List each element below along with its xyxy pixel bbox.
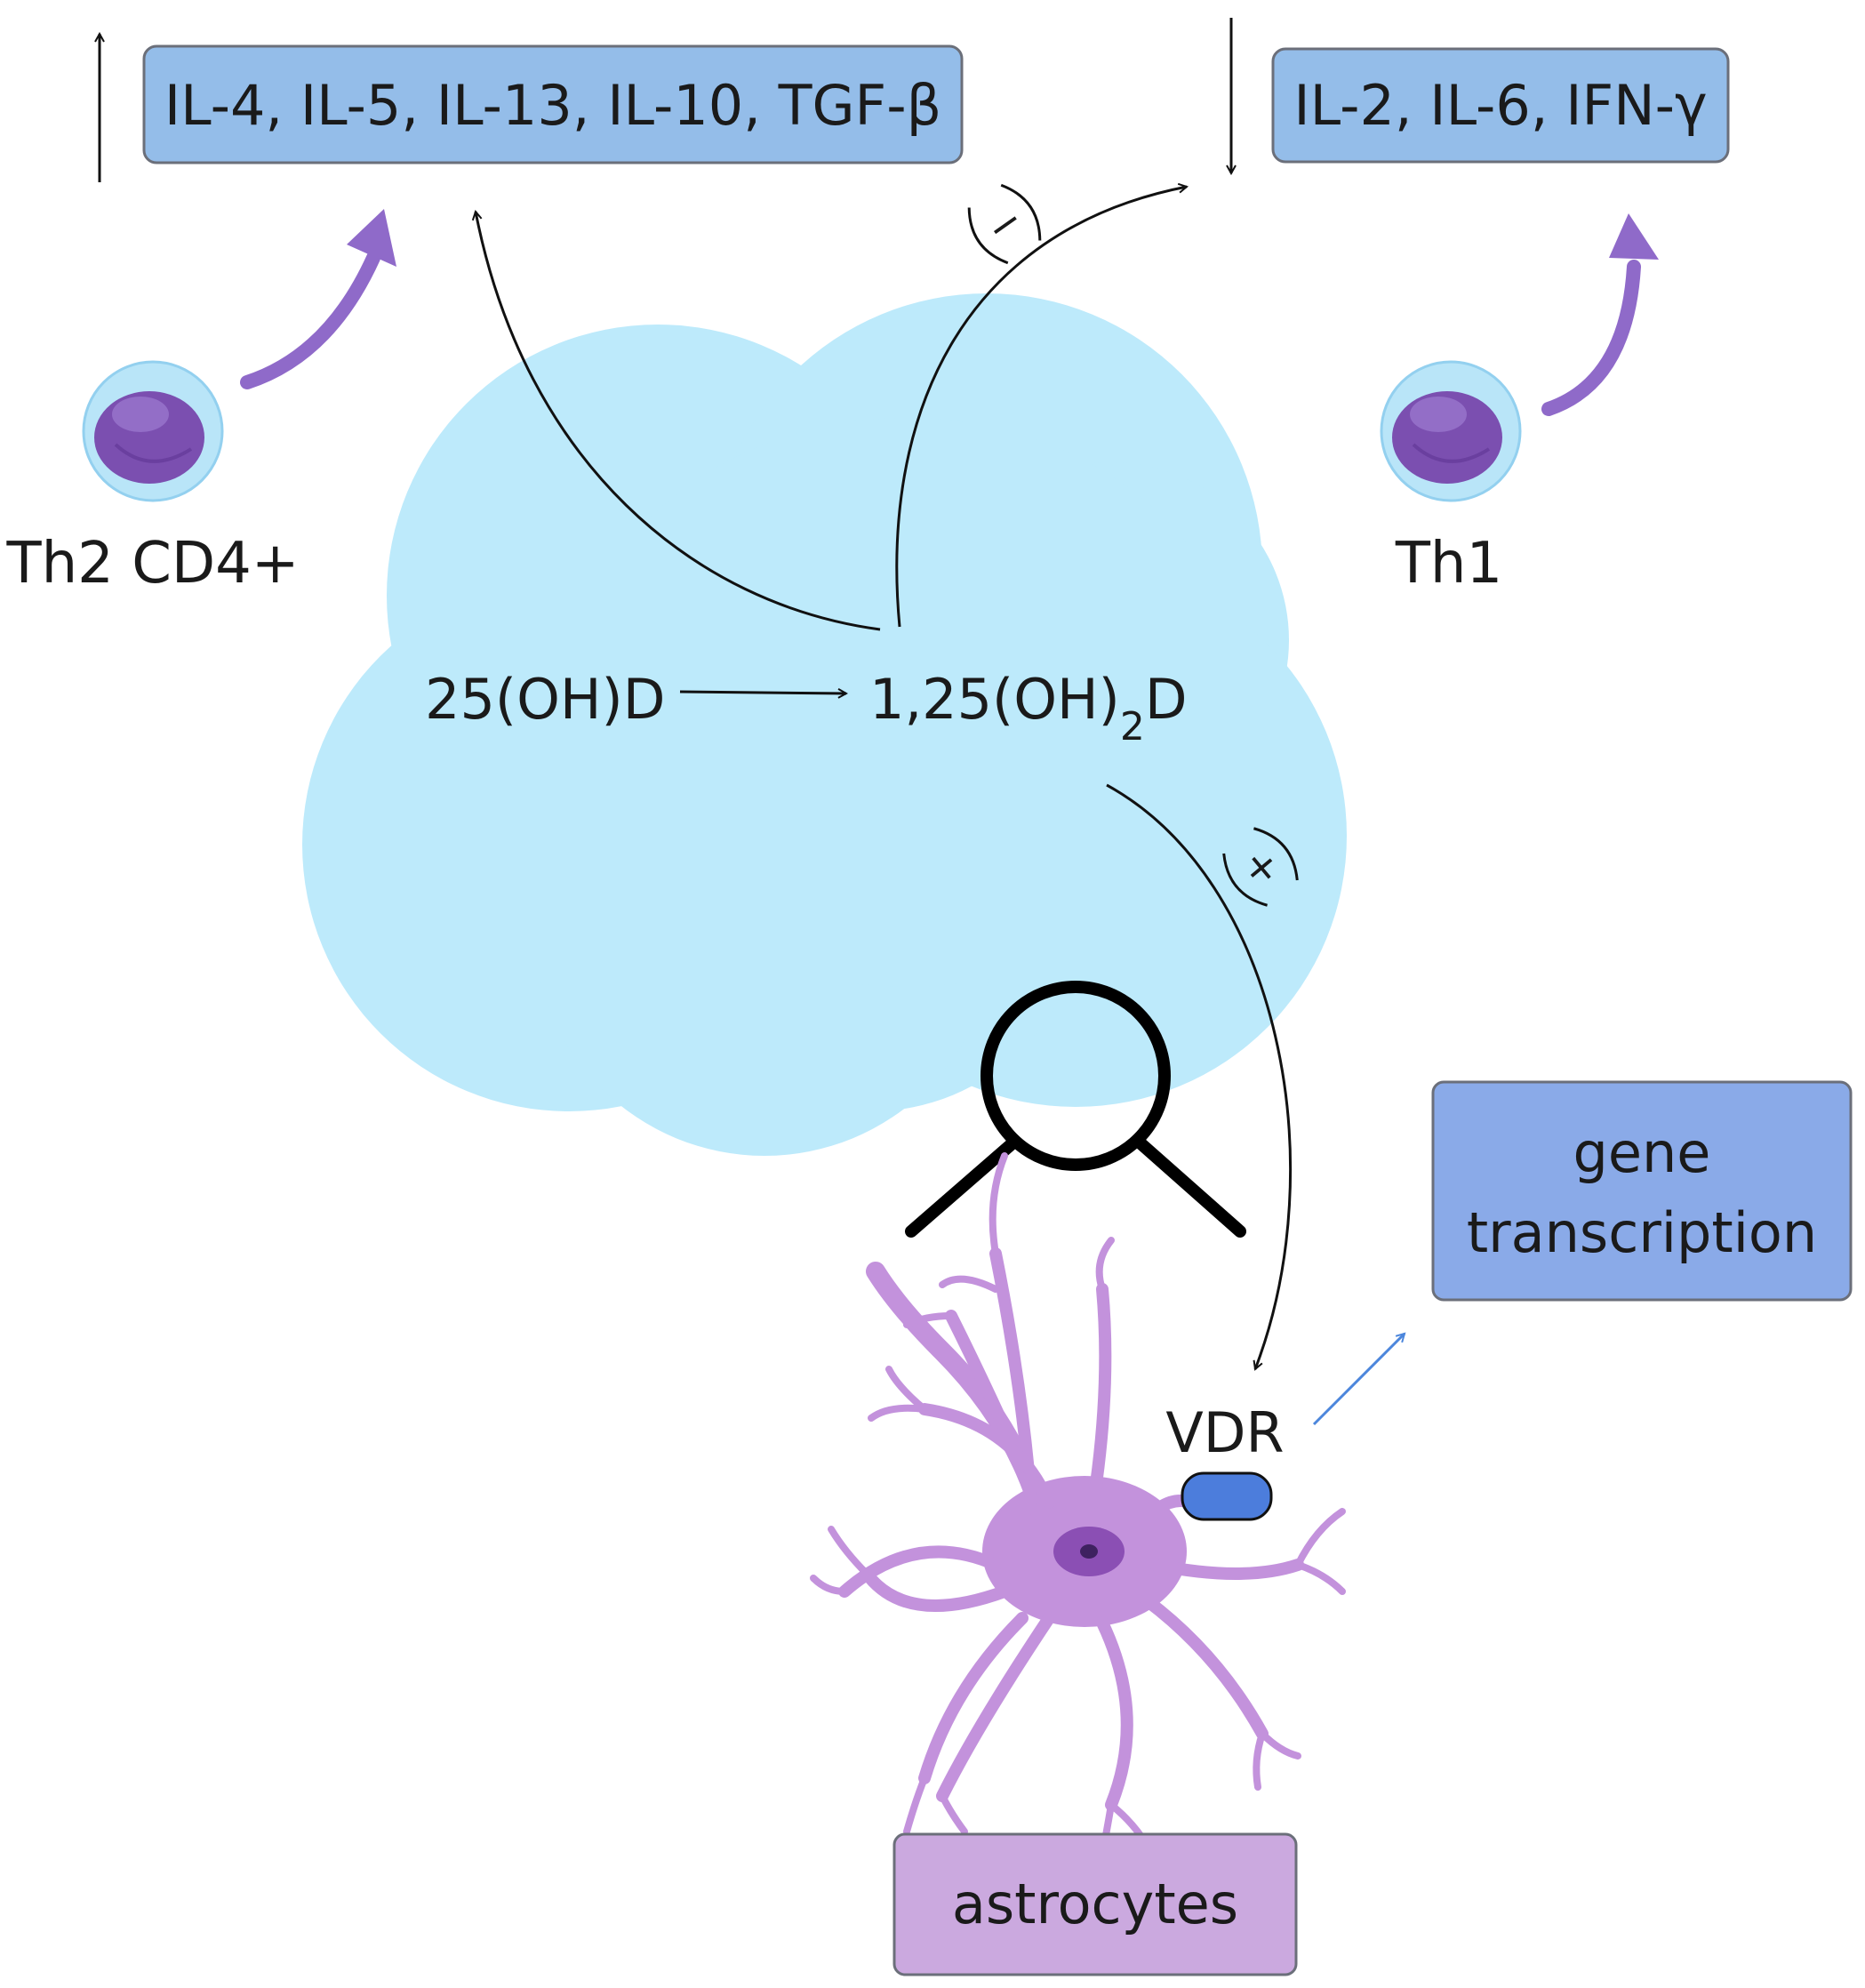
astrocyte-icon — [810, 1152, 1346, 1857]
receptor-icon — [1181, 1471, 1273, 1521]
conversion-arrow — [679, 692, 846, 693]
th2-cytokine-box: IL-4, IL-5, IL-13, IL-10, TGF-β — [142, 44, 964, 164]
th2-cytokine-text: IL-4, IL-5, IL-13, IL-10, TGF-β — [164, 73, 941, 138]
th1-cell-label: Th1 — [1395, 531, 1502, 597]
upregulate-arrow — [476, 212, 881, 631]
precursor-label: 25(OH)D — [425, 667, 665, 732]
astrocytes-label: astrocytes — [952, 1872, 1238, 1936]
th2-cell-label: Th2 CD4+ — [5, 531, 299, 597]
th2-secretion-arrow-icon — [240, 209, 396, 389]
gene-transcription-line1: gene — [1573, 1120, 1711, 1185]
magnifier-icon — [905, 981, 1246, 1238]
active-form-label: 1,25(OH)2D — [869, 667, 1188, 750]
gene-transcription-line2: transcription — [1467, 1200, 1817, 1265]
th1-cytokine-box: IL-2, IL-6, IFN-γ — [1271, 47, 1730, 164]
th1-cytokine-text: IL-2, IL-6, IFN-γ — [1293, 73, 1707, 138]
gene-transcription-box: gene transcription — [1431, 1080, 1853, 1302]
inhibit-sign: − — [967, 183, 1042, 265]
cloud-icon — [302, 293, 1347, 1156]
inhibit-sign-text: − — [977, 195, 1033, 253]
th1-cell-icon — [1380, 360, 1522, 502]
astrocytes-box: astrocytes — [892, 1832, 1298, 1976]
vdr-activation-arrow — [1106, 783, 1293, 1369]
th2-cell-icon — [82, 360, 224, 502]
th1-secretion-arrow-icon — [1541, 213, 1659, 416]
receptor-label: VDR — [1165, 1400, 1284, 1465]
transcription-arrow — [1312, 1334, 1405, 1426]
inhibit-arrow — [895, 187, 1187, 628]
